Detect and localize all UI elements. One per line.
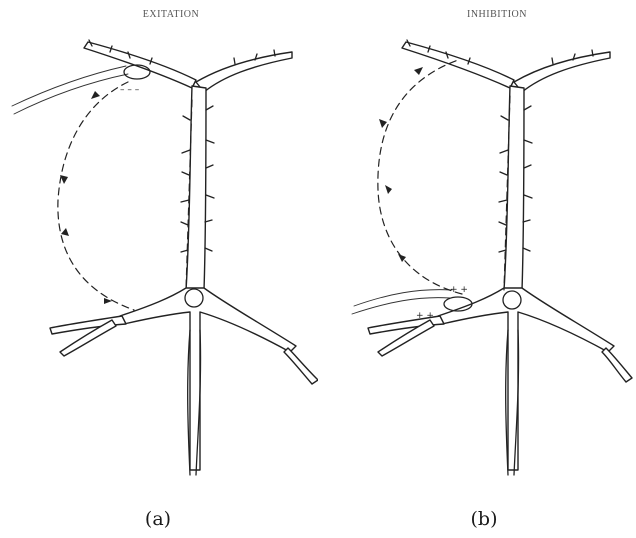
basal-right-dendrite bbox=[284, 348, 318, 384]
apical-right-branch bbox=[196, 52, 292, 92]
arrowhead bbox=[385, 185, 392, 194]
current-loop bbox=[58, 82, 134, 310]
apical-trunk bbox=[504, 86, 524, 290]
basal-right-dendrite bbox=[602, 348, 632, 382]
afferent-fiber bbox=[12, 66, 128, 114]
current-loop bbox=[378, 60, 462, 294]
synaptic-bouton bbox=[124, 65, 150, 79]
synapse-plus-signs: + + bbox=[416, 311, 434, 321]
soma bbox=[120, 288, 296, 470]
apical-right-branch bbox=[514, 52, 610, 92]
soma bbox=[438, 288, 614, 470]
dendrite-spines bbox=[89, 40, 275, 252]
arrowhead bbox=[379, 119, 387, 128]
synapse-minus-signs: – – – bbox=[120, 85, 140, 95]
afferent-fiber bbox=[352, 290, 452, 314]
panel-b-caption: (b) bbox=[471, 508, 498, 530]
arrowhead bbox=[414, 67, 423, 75]
arrowhead bbox=[61, 228, 69, 236]
panel-a-neuron-drawing: – – – bbox=[0, 0, 318, 538]
arrowhead bbox=[91, 91, 100, 99]
panel-a-caption: (a) bbox=[145, 508, 171, 530]
arrowhead bbox=[104, 298, 112, 304]
dendrite-spines bbox=[407, 40, 593, 252]
arrowhead bbox=[60, 175, 68, 184]
apical-left-branch bbox=[402, 42, 514, 88]
panel-b-neuron-drawing: + + + + bbox=[318, 0, 636, 538]
